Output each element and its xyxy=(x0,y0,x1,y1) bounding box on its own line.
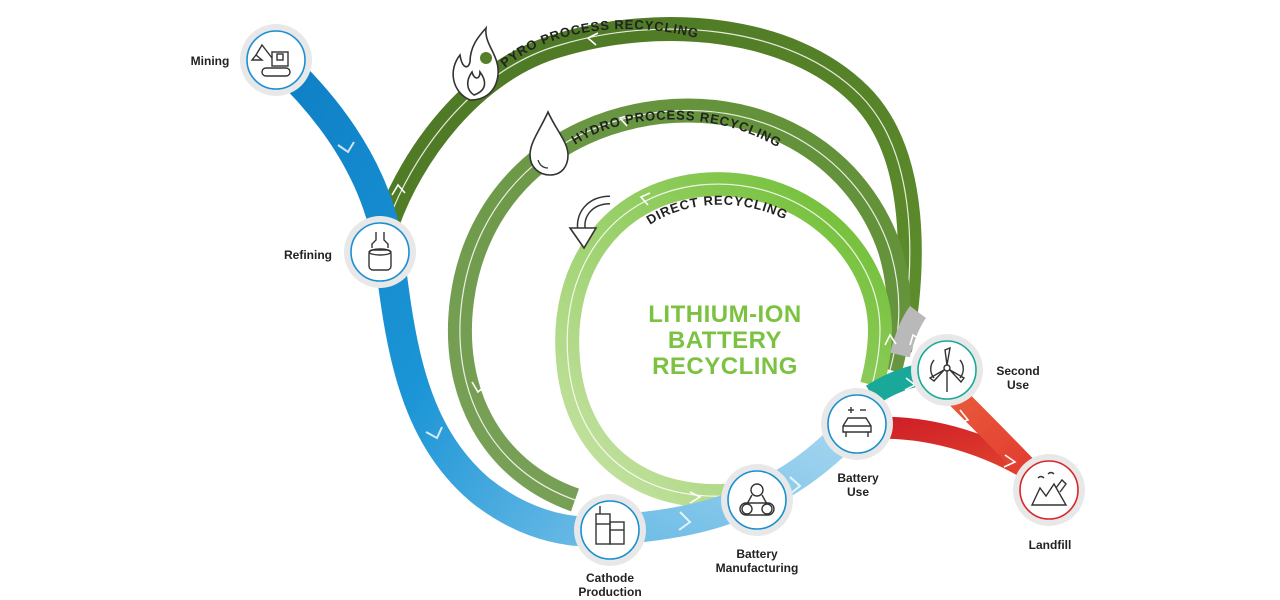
conveyor-icon xyxy=(739,483,775,516)
title-line-2: BATTERY xyxy=(668,327,782,354)
loop-arrows xyxy=(391,32,897,504)
label-second-use: Second Use xyxy=(996,364,1040,392)
cycle-arrow-icon xyxy=(568,195,611,250)
label-refining: Refining xyxy=(284,248,332,262)
flame-icon xyxy=(452,25,499,101)
wind-turbine-icon xyxy=(928,346,966,392)
hydro-loop xyxy=(447,98,911,512)
node-battery-use xyxy=(821,388,893,460)
landfill-icon xyxy=(1030,471,1068,506)
node-battery-manufacturing xyxy=(721,464,793,536)
electric-car-icon xyxy=(842,407,872,437)
title-line-3: RECYCLING xyxy=(652,353,798,380)
label-battery-use: Battery Use xyxy=(837,471,879,499)
node-refining xyxy=(344,216,416,288)
crucible-icon xyxy=(368,232,392,271)
excavator-icon xyxy=(250,43,291,77)
label-cathode-production: Cathode Production xyxy=(578,571,642,599)
label-landfill: Landfill xyxy=(1028,538,1072,552)
node-cathode-production xyxy=(574,494,646,566)
node-mining xyxy=(240,24,312,96)
water-drop-icon xyxy=(529,110,569,176)
label-mining: Mining xyxy=(190,54,230,68)
label-battery-manufacturing: Battery Manufacturing xyxy=(715,547,799,575)
storage-tank-icon xyxy=(595,506,625,545)
node-landfill xyxy=(1013,454,1085,526)
title-line-1: LITHIUM-ION xyxy=(648,301,801,328)
center-title: LITHIUM-ION BATTERY RECYCLING xyxy=(648,301,801,380)
node-second-use xyxy=(911,334,983,406)
direct-loop xyxy=(555,172,893,509)
pyro-loop xyxy=(376,17,922,353)
